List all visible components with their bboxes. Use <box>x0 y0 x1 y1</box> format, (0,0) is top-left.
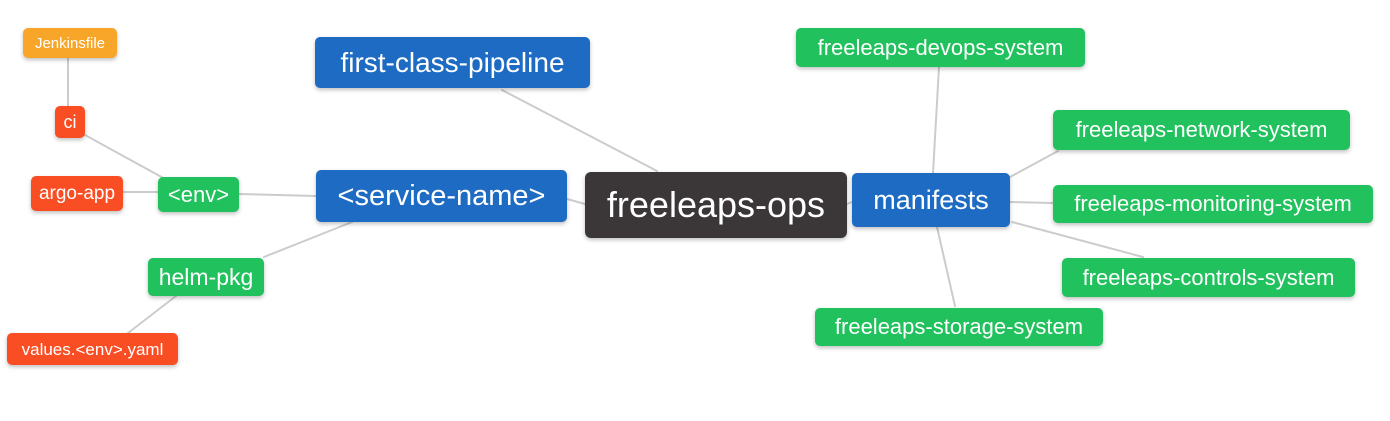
edge-freeleaps-ops-manifests <box>846 201 853 205</box>
node-freeleaps-ops[interactable]: freeleaps-ops <box>585 172 847 238</box>
edge-manifests-network-system <box>1009 150 1059 178</box>
node-freeleaps-network-system[interactable]: freeleaps-network-system <box>1053 110 1350 150</box>
node-first-class-pipeline[interactable]: first-class-pipeline <box>315 37 590 88</box>
node-service-name[interactable]: <service-name> <box>316 170 567 222</box>
node-helm-pkg[interactable]: helm-pkg <box>148 258 264 296</box>
node-ci[interactable]: ci <box>55 106 85 138</box>
edge-manifests-storage-system <box>936 226 956 307</box>
edge-pipeline-freeleaps-ops <box>501 89 658 172</box>
edge-manifests-controls-system <box>1011 221 1144 258</box>
node-freeleaps-devops-system[interactable]: freeleaps-devops-system <box>796 28 1085 67</box>
node-freeleaps-monitoring-system[interactable]: freeleaps-monitoring-system <box>1053 185 1373 223</box>
node-values-env-yaml[interactable]: values.<env>.yaml <box>7 333 178 365</box>
node-manifests[interactable]: manifests <box>852 173 1010 227</box>
node-jenkinsfile[interactable]: Jenkinsfile <box>23 28 117 58</box>
edge-env-service-name <box>238 193 317 197</box>
edge-service-name-freeleaps-ops <box>566 198 586 205</box>
edge-manifests-devops-system <box>932 66 940 174</box>
edge-manifests-monitoring-system <box>1009 201 1054 204</box>
edge-values-helm-pkg <box>127 295 177 334</box>
node-env[interactable]: <env> <box>158 177 239 212</box>
node-freeleaps-storage-system[interactable]: freeleaps-storage-system <box>815 308 1103 346</box>
node-argo-app[interactable]: argo-app <box>31 176 123 211</box>
node-freeleaps-controls-system[interactable]: freeleaps-controls-system <box>1062 258 1355 297</box>
edge-helm-pkg-service-name <box>263 221 353 258</box>
edge-ci-env <box>84 134 168 181</box>
